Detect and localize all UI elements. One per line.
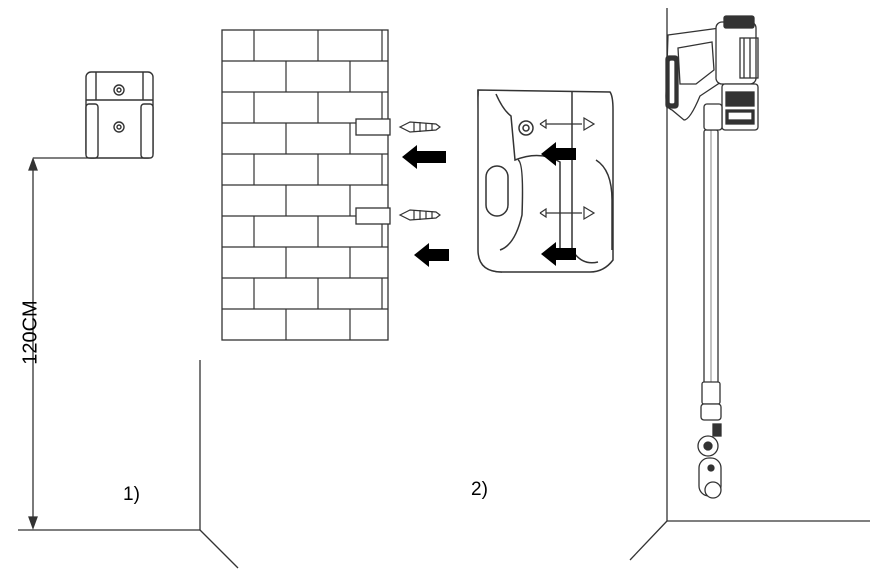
arrow-icon-bracket-lower <box>541 242 576 266</box>
wall-plug-lower <box>398 209 441 221</box>
screw-lower <box>539 205 596 221</box>
height-measurement-label: 120CM <box>19 300 42 365</box>
brick-mortar-lines <box>222 30 388 340</box>
step-1-label: 1) <box>123 484 140 505</box>
screw-upper <box>539 116 596 132</box>
arrow-icon-plug-lower <box>414 243 449 267</box>
wall-drill-holes <box>355 118 391 225</box>
step-2-label: 2) <box>471 479 488 500</box>
vacuum-cleaner <box>665 15 759 499</box>
wall-bracket-small <box>85 71 154 159</box>
height-dimension-line <box>28 157 94 530</box>
wall-plug-upper <box>398 121 441 133</box>
room-corner-left <box>18 360 239 569</box>
wall-bracket-large <box>477 89 614 273</box>
arrow-icon-bracket-upper <box>541 142 576 166</box>
arrow-icon-plug-upper <box>402 145 446 169</box>
